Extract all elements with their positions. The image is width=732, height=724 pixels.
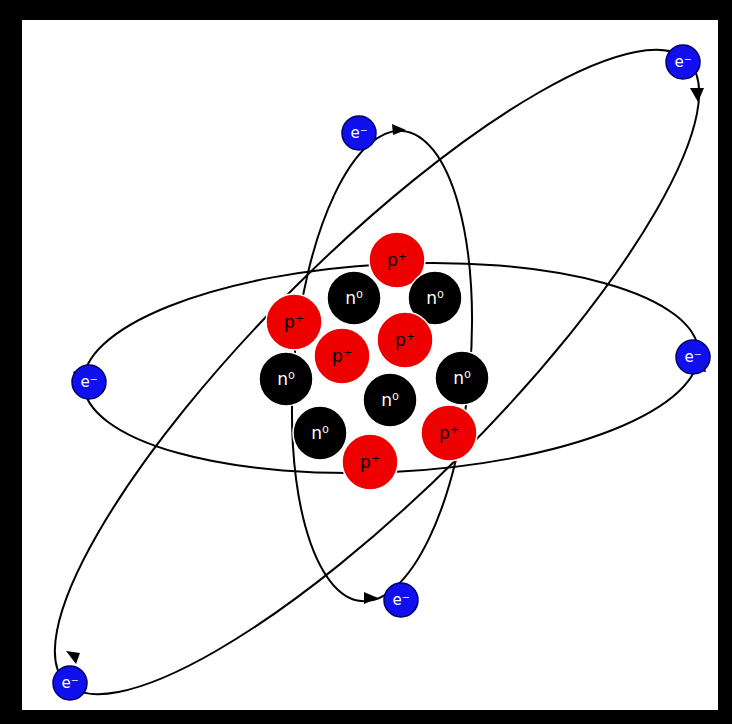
arrowhead	[66, 651, 80, 664]
neutron-circle: n⁰	[258, 351, 314, 407]
particle-label: p⁺	[284, 314, 304, 331]
particle-label: n⁰	[345, 290, 363, 307]
particle-label: p⁺	[439, 425, 459, 442]
arrowhead	[364, 592, 378, 604]
neutron-circle: n⁰	[434, 350, 490, 406]
particle-label: n⁰	[311, 425, 329, 442]
arrowhead	[690, 88, 704, 102]
electron-circle: e⁻	[665, 44, 701, 80]
particle-label: e⁻	[674, 55, 691, 70]
particle-label: n⁰	[453, 370, 471, 387]
particle-label: e⁻	[80, 375, 97, 390]
particle-label: n⁰	[426, 290, 444, 307]
proton-circle: p⁺	[420, 404, 478, 462]
electron-circle: e⁻	[383, 582, 419, 618]
electron-circle: e⁻	[675, 339, 711, 375]
particle-label: n⁰	[277, 371, 295, 388]
white-panel	[22, 20, 718, 710]
arrowhead	[392, 124, 406, 135]
neutron-circle: n⁰	[362, 372, 418, 428]
particle-label: n⁰	[381, 392, 399, 409]
proton-circle: p⁺	[341, 433, 399, 491]
particle-label: e⁻	[392, 593, 409, 608]
electron-circle: e⁻	[71, 364, 107, 400]
electron-circle: e⁻	[52, 665, 88, 701]
neutron-circle: n⁰	[326, 270, 382, 326]
electron-circle: e⁻	[341, 115, 377, 151]
proton-circle: p⁺	[376, 311, 434, 369]
particle-label: p⁺	[332, 348, 352, 365]
particle-label: e⁻	[684, 350, 701, 365]
proton-circle: p⁺	[313, 327, 371, 385]
particle-label: e⁻	[61, 676, 78, 691]
particle-label: p⁺	[360, 454, 380, 471]
particle-label: p⁺	[387, 252, 407, 269]
particle-label: p⁺	[395, 332, 415, 349]
proton-circle: p⁺	[265, 293, 323, 351]
particle-label: e⁻	[350, 126, 367, 141]
neutron-circle: n⁰	[292, 405, 348, 461]
